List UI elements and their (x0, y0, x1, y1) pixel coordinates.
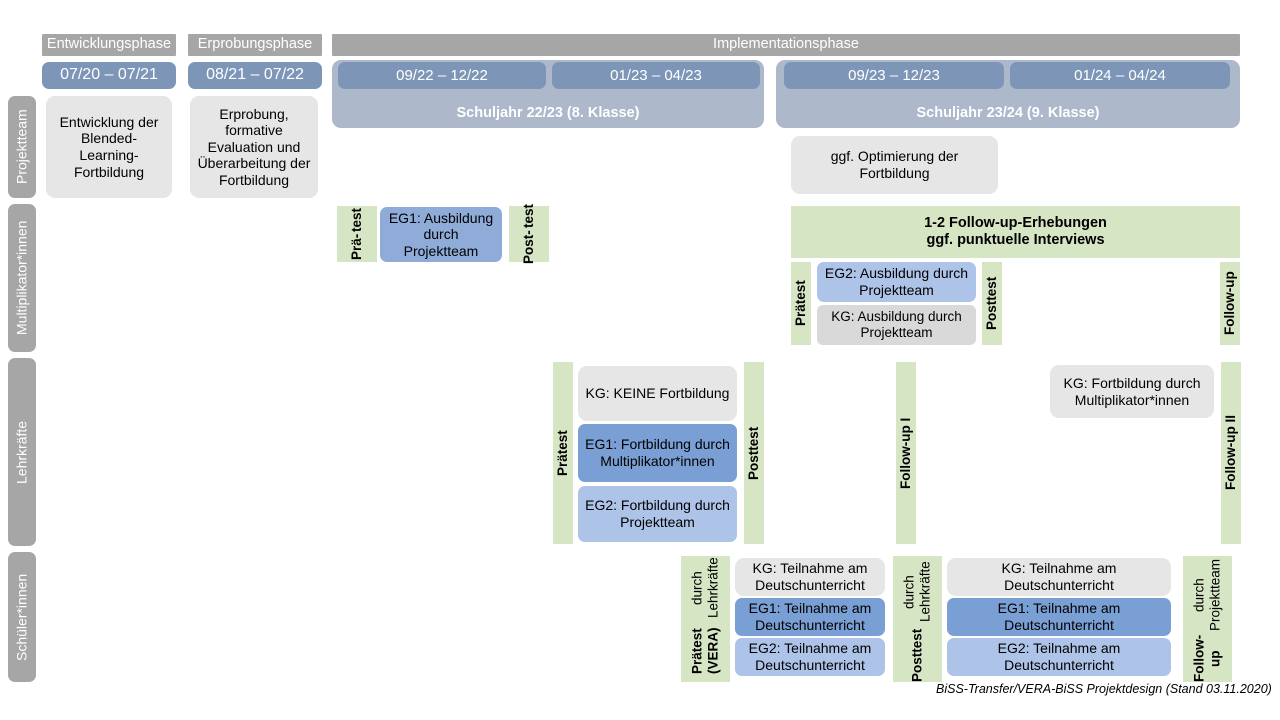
posttest-line2: test (521, 204, 537, 229)
phase-header-erprobung: Erprobungsphase (188, 34, 322, 56)
multiplikatoren-posttest-left: Post- test (509, 204, 549, 264)
lehrkraefte-kg-box-right: KG: Fortbildung durch Multiplikator*inne… (1050, 365, 1214, 418)
actor-label-lehrkraefte: Lehrkräfte (8, 358, 36, 546)
schueler-followup-column: Follow-up durch Projektteam (1183, 556, 1232, 682)
lehrkraefte-praetest-column: Prätest (553, 362, 573, 544)
multiplikatoren-followup-banner: 1-2 Follow-up-Erhebungen ggf. punktuelle… (791, 206, 1240, 258)
lehrkraefte-followup1-column: Follow-up I (896, 362, 916, 544)
posttest-line2-schueler: durch Lehrkräfte (901, 561, 933, 623)
multiplikatoren-posttest-right: Posttest (982, 262, 1002, 345)
schueler-posttest-column: Posttest durch Lehrkräfte (893, 556, 942, 682)
multiplikatoren-praetest-right: Prätest (791, 262, 811, 345)
schueler-praetest-column: Prätest (VERA) durch Lehrkräfte (681, 556, 730, 682)
schueler-eg1-box-right: EG1: Teilnahme am Deutschunterricht (947, 598, 1171, 636)
posttest-line1-schueler: Posttest (909, 628, 925, 682)
schueler-eg2-box-right: EG2: Teilnahme am Deutschunterricht (947, 638, 1171, 676)
actor-label-projektteam: Projektteam (8, 96, 36, 198)
schuljahr-quarter-0923-1223: 09/23 – 12/23 (784, 62, 1004, 89)
lehrkraefte-kg-box: KG: KEINE Fortbildung (578, 366, 737, 421)
schuljahr-quarter-0124-0424: 01/24 – 04/24 (1010, 62, 1230, 89)
followup-banner-line2: ggf. punktuelle Interviews (926, 232, 1105, 248)
followup-line2-schueler: durch Projektteam (1191, 558, 1223, 631)
phase-date-entwicklung: 07/20 – 07/21 (42, 62, 176, 89)
lehrkraefte-posttest-column: Posttest (744, 362, 764, 544)
followup-banner-line1: 1-2 Follow-up-Erhebungen (924, 214, 1107, 231)
lehrkraefte-followup2-column: Follow-up II (1221, 362, 1241, 544)
posttest-line1: Post- (521, 230, 537, 264)
multiplikatoren-kg-box: KG: Ausbildung durch Projektteam (817, 305, 976, 345)
schueler-eg2-box-left: EG2: Teilnahme am Deutschunterricht (735, 638, 885, 676)
actor-label-multiplikatoren: Multiplikator*innen (8, 204, 36, 352)
phase-date-erprobung: 08/21 – 07/22 (188, 62, 322, 89)
actor-label-schueler: Schüler*innen (8, 552, 36, 682)
schueler-kg-box-right: KG: Teilnahme am Deutschunterricht (947, 558, 1171, 596)
schueler-eg1-box-left: EG1: Teilnahme am Deutschunterricht (735, 598, 885, 636)
lehrkraefte-eg1-box: EG1: Fortbildung durch Multiplikator*inn… (578, 424, 737, 482)
projektteam-optimierung-box: ggf. Optimierung der Fortbildung (791, 136, 998, 194)
praetest-line1: Prä- (349, 233, 365, 261)
followup-line1-schueler: Follow-up (1191, 634, 1223, 682)
praetest-vera-line2: durch Lehrkräfte (689, 557, 721, 619)
multiplikatoren-followup-column: Follow-up (1220, 262, 1240, 345)
multiplikatoren-eg1-box: EG1: Ausbildung durch Projektteam (380, 207, 502, 262)
phase-header-implementation: Implementationsphase (332, 34, 1240, 56)
praetest-line2: test (349, 207, 365, 232)
footer-caption: BiSS-Transfer/VERA-BiSS Projektdesign (S… (936, 682, 1272, 696)
schueler-kg-box-left: KG: Teilnahme am Deutschunterricht (735, 558, 885, 596)
schuljahr-quarter-0922-1222: 09/22 – 12/22 (338, 62, 546, 89)
schuljahr-quarter-0123-0423: 01/23 – 04/23 (552, 62, 760, 89)
multiplikatoren-eg2-box: EG2: Ausbildung durch Projektteam (817, 262, 976, 302)
projektteam-erprobung-box: Erprobung, formative Evaluation und Über… (190, 96, 318, 198)
lehrkraefte-eg2-box: EG2: Fortbildung durch Projektteam (578, 486, 737, 542)
multiplikatoren-praetest-left: Prä- test (337, 206, 377, 262)
praetest-vera-line1: Prätest (VERA) (689, 627, 721, 675)
phase-header-entwicklung: Entwicklungsphase (42, 34, 176, 56)
projektteam-entwicklung-box: Entwicklung der Blended-Learning-Fortbil… (46, 96, 172, 198)
